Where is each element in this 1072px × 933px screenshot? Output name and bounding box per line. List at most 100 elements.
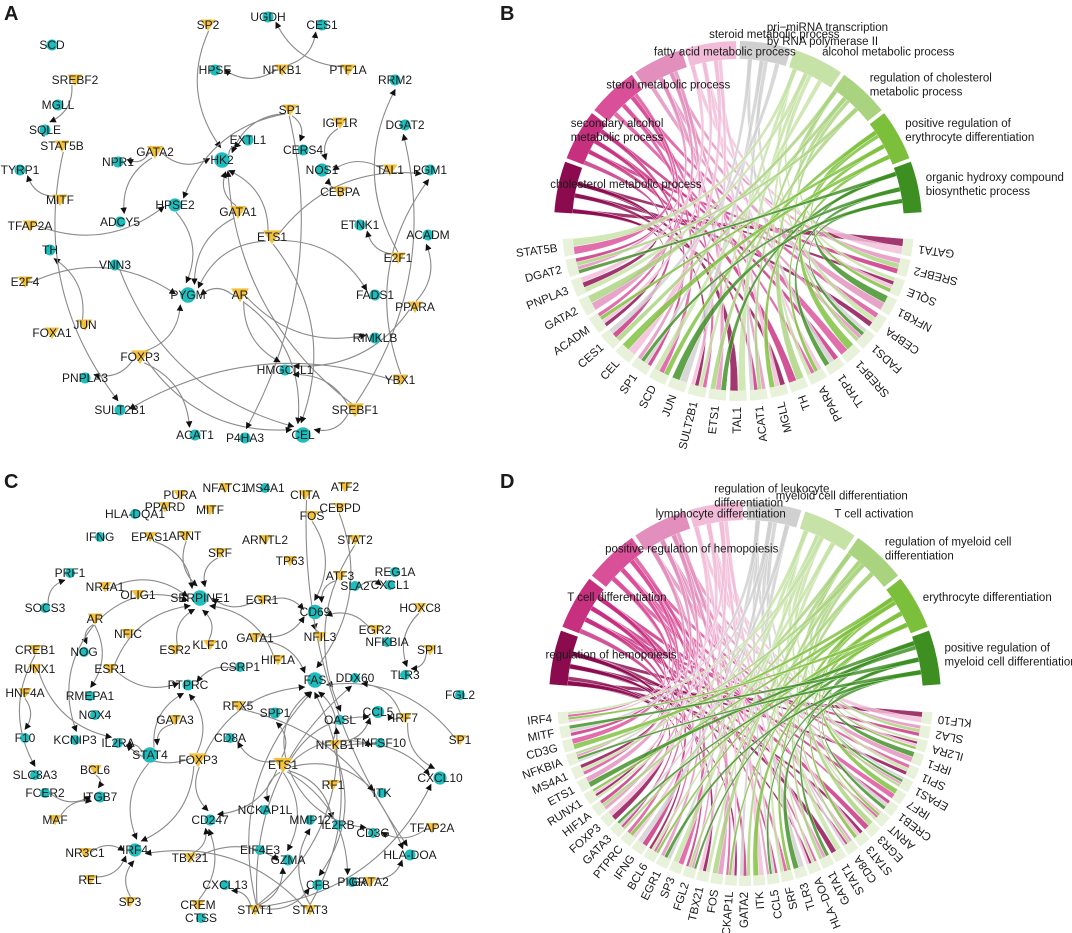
target-node-hmgcll1[interactable]: [279, 364, 291, 376]
tf-node-tfap2a[interactable]: [22, 220, 38, 233]
target-node-socs3[interactable]: [40, 603, 50, 613]
tf-node-nfil3[interactable]: [313, 632, 327, 643]
target-node-fas[interactable]: [307, 672, 323, 688]
target-node-tnfsf10[interactable]: [375, 738, 385, 748]
target-node-th[interactable]: [44, 244, 56, 256]
tf-node-ets1[interactable]: [263, 230, 281, 245]
target-node-fads1[interactable]: [369, 289, 381, 301]
tf-node-stat1[interactable]: [248, 905, 262, 916]
tf-node-ar[interactable]: [231, 288, 249, 303]
target-node-eif4e3[interactable]: [255, 845, 265, 855]
tf-node-arntl2[interactable]: [258, 535, 272, 546]
tf-node-ybx1[interactable]: [392, 374, 408, 387]
target-node-ms4a1[interactable]: [260, 483, 270, 493]
tf-node-mitf[interactable]: [203, 505, 217, 516]
target-node-ccl5[interactable]: [371, 705, 385, 719]
tf-node-cebpa[interactable]: [332, 186, 348, 199]
target-node-cxcl1[interactable]: [385, 580, 395, 590]
tf-node-nfkb1[interactable]: [328, 740, 342, 751]
target-node-serpine1[interactable]: [192, 590, 208, 606]
tf-node-sp2[interactable]: [200, 19, 216, 32]
target-node-ifng[interactable]: [95, 532, 105, 542]
target-node-rimklb[interactable]: [369, 332, 381, 344]
target-node-acadm[interactable]: [422, 229, 434, 241]
tf-node-ets1[interactable]: [273, 757, 293, 773]
target-node-tyrp1[interactable]: [14, 164, 26, 176]
target-node-ctss[interactable]: [196, 913, 206, 923]
tf-node-sp3[interactable]: [123, 897, 137, 908]
target-node-rmepa1[interactable]: [85, 691, 95, 701]
tf-node-stat3[interactable]: [303, 905, 317, 916]
tf-node-rel[interactable]: [83, 875, 97, 886]
target-node-vnn3[interactable]: [109, 259, 121, 271]
tf-node-ppara[interactable]: [407, 301, 423, 314]
target-node-hpse2[interactable]: [168, 198, 182, 212]
tf-node-runx1[interactable]: [28, 664, 42, 675]
target-node-ugdh[interactable]: [262, 11, 274, 23]
tf-node-srebf1[interactable]: [346, 403, 364, 418]
target-node-csrp1[interactable]: [235, 662, 245, 672]
target-node-il2rb[interactable]: [333, 820, 343, 830]
tf-node-irf7[interactable]: [398, 713, 412, 724]
target-node-cd3g[interactable]: [368, 828, 378, 838]
target-node-cd247[interactable]: [204, 814, 216, 826]
target-node-hk2[interactable]: [214, 152, 230, 168]
tf-node-klf10[interactable]: [203, 640, 217, 651]
tf-node-srf[interactable]: [213, 548, 227, 559]
target-node-itgb7[interactable]: [94, 791, 106, 803]
tf-node-maf[interactable]: [48, 815, 62, 826]
tf-node-gata2[interactable]: [146, 145, 164, 159]
tf-node-hif1a[interactable]: [271, 655, 285, 666]
target-node-sult2b1[interactable]: [114, 404, 126, 416]
target-node-p4ha3[interactable]: [239, 432, 251, 444]
tf-node-ppard[interactable]: [158, 502, 172, 513]
tf-node-gata2[interactable]: [363, 877, 377, 888]
target-node-mgll[interactable]: [52, 99, 64, 111]
tf-node-sp1[interactable]: [282, 104, 298, 117]
tf-node-epas1[interactable]: [143, 532, 157, 543]
target-node-pygm[interactable]: [180, 287, 196, 303]
target-node-prf1[interactable]: [65, 568, 75, 578]
target-node-extl1[interactable]: [242, 134, 254, 146]
tf-node-nfatc1[interactable]: [218, 483, 232, 494]
tf-node-tp63[interactable]: [283, 556, 297, 567]
tf-node-sp1[interactable]: [453, 735, 467, 746]
target-node-cel[interactable]: [295, 427, 311, 443]
tf-node-ar[interactable]: [87, 613, 103, 626]
target-node-pnpla3[interactable]: [79, 372, 91, 384]
target-node-etnk1[interactable]: [354, 219, 366, 231]
tf-node-ciita[interactable]: [298, 490, 312, 501]
target-node-rrm2[interactable]: [389, 74, 401, 86]
tf-node-esr1[interactable]: [103, 664, 117, 675]
tf-node-esr2[interactable]: [168, 645, 182, 656]
tf-node-e2f4[interactable]: [17, 276, 33, 289]
target-node-pgm1[interactable]: [424, 164, 436, 176]
tf-node-atf2[interactable]: [338, 482, 352, 493]
target-node-nfkbia[interactable]: [382, 637, 392, 647]
target-node-cd8a[interactable]: [225, 733, 235, 743]
target-node-hpse[interactable]: [209, 64, 221, 76]
tf-node-arnt[interactable]: [178, 531, 192, 542]
tf-node-foxp3[interactable]: [131, 350, 149, 365]
target-node-nos1[interactable]: [315, 163, 329, 177]
target-node-reg1a[interactable]: [390, 567, 400, 577]
target-node-fcer2[interactable]: [40, 788, 50, 798]
target-node-itk[interactable]: [377, 788, 387, 798]
tf-node-creb1[interactable]: [28, 645, 42, 656]
target-node-sqle[interactable]: [39, 124, 51, 136]
tf-node-srebf2[interactable]: [67, 74, 83, 87]
target-node-nckap1l[interactable]: [260, 805, 270, 815]
target-node-spp1[interactable]: [269, 707, 281, 719]
tf-node-hoxc8[interactable]: [413, 603, 427, 614]
tf-node-gata1[interactable]: [229, 205, 247, 219]
target-node-cers4[interactable]: [297, 144, 309, 156]
tf-node-cebpd[interactable]: [333, 503, 347, 514]
target-node-ptprc[interactable]: [182, 679, 194, 691]
target-node-cd69[interactable]: [307, 604, 323, 620]
tf-node-spi1[interactable]: [423, 645, 437, 656]
tf-node-pura[interactable]: [173, 490, 187, 501]
target-node-npr1[interactable]: [112, 156, 124, 168]
tf-node-olig1[interactable]: [131, 590, 145, 601]
tf-node-ptf1a[interactable]: [340, 64, 356, 77]
tf-node-tfap2a[interactable]: [425, 823, 439, 834]
